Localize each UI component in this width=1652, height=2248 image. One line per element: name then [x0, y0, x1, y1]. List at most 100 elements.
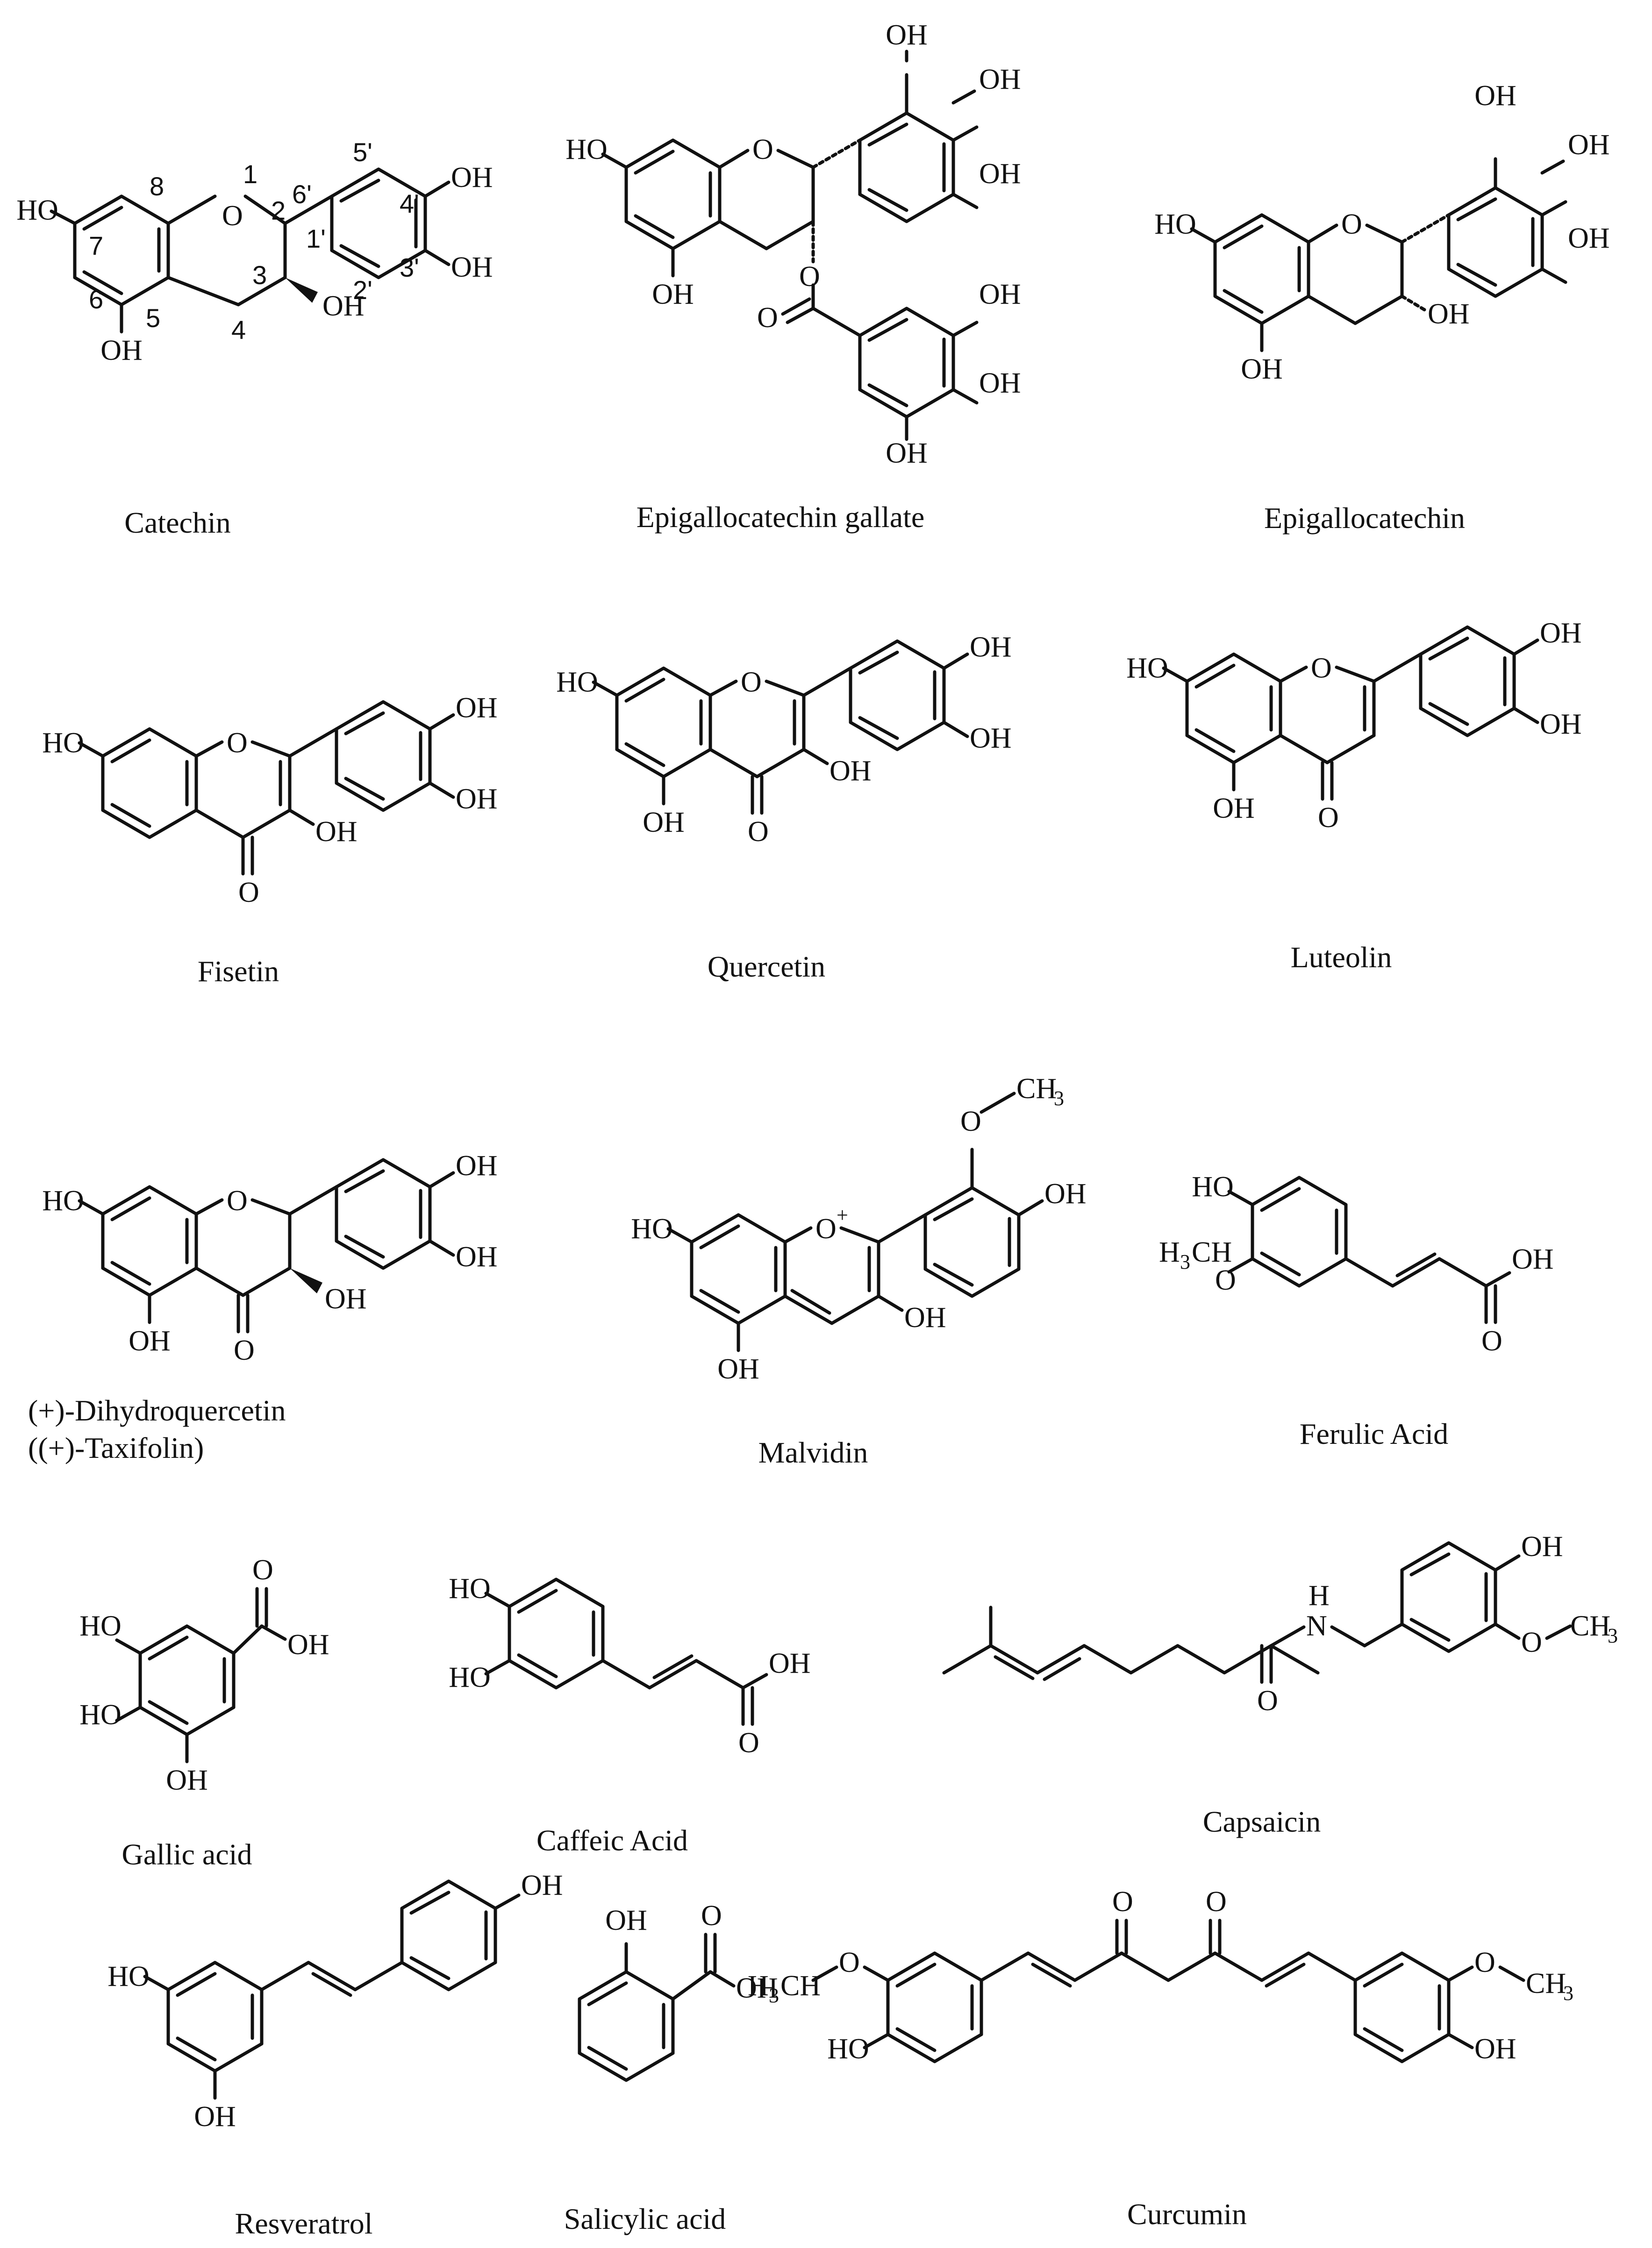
bond	[1540, 159, 1565, 175]
bond	[802, 666, 852, 697]
bond	[648, 1659, 698, 1690]
bond	[1213, 213, 1310, 325]
bond	[353, 1961, 404, 1991]
bond	[1227, 1257, 1254, 1274]
egcg-ester-o: O	[799, 261, 820, 293]
bond	[1498, 1965, 1525, 1982]
bond	[1260, 1951, 1310, 1982]
bond	[718, 149, 750, 169]
bond	[615, 666, 712, 778]
egcg-b-oh-low: OH	[979, 158, 1021, 190]
ferulic-h3c-c: CH	[1192, 1236, 1232, 1268]
luteolin-ring-o: O	[1311, 652, 1332, 684]
bond	[886, 1951, 983, 2063]
bond	[1400, 1541, 1497, 1653]
bond	[1265, 1963, 1306, 1988]
egc-5-oh: OH	[1241, 353, 1283, 385]
structure-malvidin: O + O CH 3 HO OH OH OH Malvidin	[631, 1073, 1086, 1469]
bond	[811, 138, 862, 169]
bond	[493, 1893, 521, 1910]
bond	[858, 650, 899, 675]
catechin-num-2: 2	[271, 196, 286, 225]
luteolin-carbonyl-o: O	[1318, 802, 1339, 834]
bond	[951, 125, 979, 142]
bond	[587, 2046, 628, 2071]
bond	[241, 808, 292, 839]
bond	[1545, 1624, 1572, 1640]
bond	[82, 206, 123, 231]
bond	[802, 748, 829, 765]
bond	[1363, 1622, 1404, 1648]
bond	[786, 307, 815, 324]
bond	[1512, 707, 1539, 724]
capsaicin-n: N	[1306, 1610, 1327, 1642]
ferulic-carbonyl-o: O	[1481, 1325, 1502, 1357]
resveratrol-oh-2: OH	[194, 2101, 236, 2133]
bond	[115, 1638, 142, 1655]
catechin-num-5: 5	[146, 303, 160, 333]
egcg-b-oh-top: OH	[886, 19, 928, 51]
structure-ferulic: HO O H 3 CH O OH Ferulic Acid	[1159, 1171, 1554, 1450]
bond	[592, 680, 619, 697]
bond	[951, 193, 979, 209]
bond	[78, 1199, 105, 1216]
bond	[624, 742, 665, 767]
bond	[194, 1266, 245, 1297]
bond	[1447, 2033, 1474, 2049]
bond	[1307, 223, 1338, 244]
quercetin-4p-oh: OH	[970, 631, 1012, 663]
curcumin-ome-o-right: O	[1474, 1947, 1495, 1978]
catechin-num-6: 6	[89, 285, 103, 314]
gallic-oh-3: OH	[166, 1764, 208, 1796]
caption-ferulic: Ferulic Acid	[1300, 1417, 1448, 1450]
bond	[288, 727, 338, 758]
malvidin-7-ho: HO	[631, 1213, 673, 1245]
ferulic-oh: OH	[1512, 1243, 1554, 1275]
bond	[176, 2036, 217, 2062]
bond	[1400, 213, 1451, 244]
bond	[652, 1654, 694, 1679]
bond	[1395, 1252, 1437, 1277]
caption-resveratrol: Resveratrol	[235, 2207, 373, 2240]
bond	[1073, 1951, 1123, 1982]
luteolin-4p-oh: OH	[1540, 617, 1582, 649]
egcg-g-oh-1: OH	[979, 278, 1021, 310]
bond	[1363, 1963, 1404, 1988]
bond	[783, 1226, 813, 1244]
bond	[243, 194, 287, 225]
bond	[867, 122, 908, 147]
gallic-ho-1: HO	[79, 1610, 122, 1642]
bond	[1400, 294, 1427, 312]
bond	[811, 1965, 838, 1982]
catechin-7-ho: HO	[16, 194, 58, 226]
bond	[895, 1963, 937, 1988]
bond	[718, 220, 768, 250]
bond	[942, 721, 969, 738]
bond	[1456, 197, 1497, 221]
curcumin-h3c-left-c: CH	[780, 1970, 821, 2002]
resveratrol-ho-1: HO	[107, 1961, 150, 1992]
gallic-carbonyl-o: O	[252, 1554, 273, 1586]
malvidin-3-oh: OH	[904, 1302, 946, 1334]
bond	[741, 1673, 768, 1690]
bond	[1409, 1552, 1451, 1577]
malvidin-ring-o: O	[815, 1213, 837, 1245]
bond	[1260, 1251, 1301, 1277]
bond	[858, 716, 899, 740]
bond	[1162, 666, 1189, 683]
structure-capsaicin: N H O OH O CH 3 Capsaicin	[942, 1531, 1618, 1838]
catechin-num-6p: 6'	[292, 179, 312, 209]
catechin-num-3p: 3'	[400, 253, 419, 282]
malvidin-plus: +	[837, 1204, 848, 1227]
bond	[1043, 1657, 1081, 1681]
bond	[1026, 1951, 1077, 1982]
ferulic-ome-o: O	[1215, 1264, 1236, 1296]
egcg-b-oh-mid: OH	[979, 64, 1021, 95]
bond	[1365, 223, 1404, 244]
bond	[288, 808, 315, 826]
resveratrol-oh-3: OH	[521, 1870, 563, 1901]
bond	[1190, 227, 1217, 244]
catechin-ring-o: O	[222, 200, 243, 232]
bond	[1223, 224, 1264, 250]
bond	[50, 209, 77, 225]
